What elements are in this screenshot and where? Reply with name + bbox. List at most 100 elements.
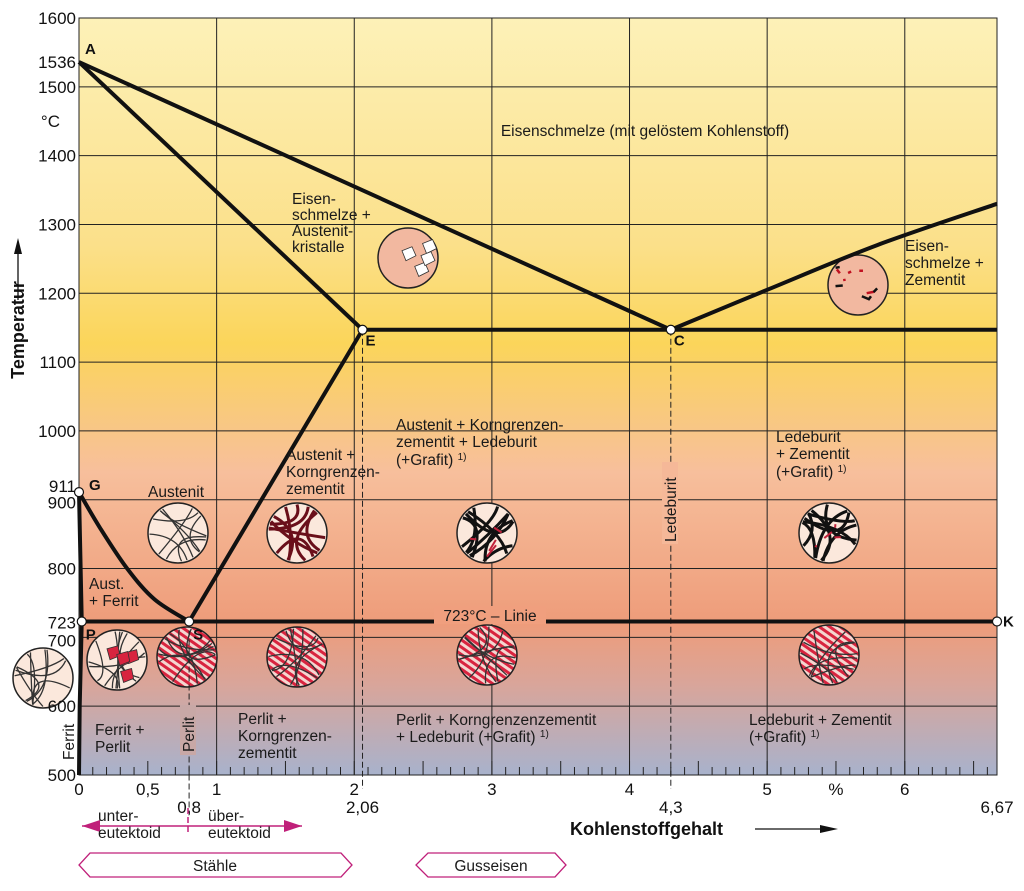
label-line: Korngrenzen- bbox=[238, 728, 332, 745]
micrograph-disc bbox=[456, 502, 518, 564]
austenite-crystal bbox=[401, 246, 417, 262]
cementite-seam bbox=[493, 526, 503, 534]
grain-boundary bbox=[172, 651, 216, 682]
y-unit: °C bbox=[41, 112, 60, 131]
grain-boundary bbox=[482, 544, 513, 563]
y-tick-label: 1400 bbox=[38, 147, 76, 166]
region-pearlite-kgz-ledeburite: Perlit + Korngrenzenzementit + Ledeburit… bbox=[396, 712, 597, 746]
hypoeutectoid-label: eutektoid bbox=[98, 825, 161, 842]
label-line: Ferrit + bbox=[95, 722, 145, 739]
region-pearlite: Perlit bbox=[181, 716, 198, 752]
y-tick-label: 1100 bbox=[39, 353, 76, 372]
label-line: + Zementit bbox=[776, 446, 850, 463]
label-line: Zementit bbox=[905, 272, 966, 289]
cast-iron-range: Gusseisen bbox=[415, 852, 567, 878]
grain-boundary bbox=[484, 655, 516, 684]
micrograph-disc bbox=[147, 502, 209, 564]
micrographs bbox=[12, 227, 889, 709]
grain-boundary bbox=[495, 646, 515, 682]
grain-boundary bbox=[276, 635, 317, 678]
point-label-s: S bbox=[193, 627, 203, 644]
cementite-needle bbox=[835, 268, 841, 275]
label-line: + Ledeburit (+Grafit) 1) bbox=[396, 729, 549, 746]
cementite-seam bbox=[469, 537, 477, 541]
micrograph-disc bbox=[827, 254, 889, 316]
grain-boundary bbox=[189, 515, 202, 553]
region-austenite-kgz-ledeburite: Austenit + Korngrenzen- zementit + Ledeb… bbox=[396, 417, 564, 469]
region-austenite: Austenit bbox=[148, 484, 205, 501]
grain-boundary bbox=[295, 511, 318, 562]
grain-boundary bbox=[802, 520, 857, 546]
x-tick-label: 6,67 bbox=[980, 798, 1013, 817]
label-line: Aust. bbox=[89, 576, 124, 593]
y-tick-label: 1536 bbox=[38, 53, 76, 72]
austenite-crystal bbox=[414, 261, 430, 277]
y-tick-label: 1000 bbox=[38, 422, 76, 441]
label-line: Ledeburit bbox=[776, 429, 841, 446]
y-tick-label: 700 bbox=[48, 631, 76, 650]
micrograph-ledeburite-cementite-low bbox=[798, 624, 860, 686]
ledeburite-label: Ledeburit bbox=[663, 477, 680, 542]
x-tick-label: 1 bbox=[212, 780, 221, 799]
se-line bbox=[187, 328, 365, 623]
hypereutectoid-label: eutektoid bbox=[208, 825, 271, 842]
label-line: Ledeburit + Zementit bbox=[749, 712, 892, 729]
grain-boundary bbox=[162, 508, 194, 558]
grain-boundary bbox=[824, 504, 857, 542]
label-line: Korngrenzen- bbox=[286, 464, 380, 481]
region-melt-cementite: Eisen- schmelze + Zementit bbox=[905, 238, 984, 289]
point-marker-p bbox=[76, 616, 87, 627]
x-tick-label: 4 bbox=[625, 780, 634, 799]
grain-boundary bbox=[465, 512, 510, 555]
micrograph-ferrite bbox=[12, 647, 74, 709]
grain-boundary bbox=[153, 512, 199, 522]
grid bbox=[78, 17, 998, 776]
label-line: Eisen- bbox=[292, 191, 336, 208]
label-line: (+Grafit) 1) bbox=[776, 464, 847, 481]
y-tick-label: 500 bbox=[48, 766, 76, 785]
point-marker-c bbox=[665, 324, 676, 335]
x-tick-label: % bbox=[828, 780, 843, 799]
point-marker-e bbox=[357, 324, 368, 335]
eutectoid-range: unter- eutektoid über- eutektoid bbox=[82, 808, 302, 842]
point-label-k: K bbox=[1003, 614, 1014, 631]
grain-boundary bbox=[469, 513, 510, 558]
cementite-seam bbox=[823, 531, 833, 539]
label-line: Eisen- bbox=[905, 238, 949, 255]
y-tick-label: 800 bbox=[48, 560, 76, 579]
micrograph-austenite bbox=[147, 502, 209, 564]
x-tick-label: 0,5 bbox=[136, 780, 160, 799]
y-tick-label: 1200 bbox=[38, 284, 76, 303]
x-tick-label: 3 bbox=[487, 780, 496, 799]
label-line: Perlit + bbox=[238, 711, 287, 728]
x-tick-label: 5 bbox=[762, 780, 771, 799]
steels-label: Stähle bbox=[193, 858, 237, 875]
solidus-line-ae bbox=[77, 60, 364, 332]
micrograph-pearlite bbox=[156, 626, 218, 688]
label-line: Perlit + Korngrenzenzementit bbox=[396, 712, 597, 729]
y-axis-label: Temperatur bbox=[8, 281, 28, 379]
micrograph-ferrite-pearlite bbox=[86, 629, 148, 691]
pearlite-grain bbox=[120, 667, 135, 684]
grain-boundary bbox=[810, 664, 856, 678]
point-label-a: A bbox=[85, 41, 96, 58]
region-melt: Eisenschmelze (mit gelöstem Kohlenstoff) bbox=[501, 123, 789, 140]
label-line: kristalle bbox=[292, 239, 345, 256]
label-line: zementit bbox=[238, 745, 297, 762]
austenite-crystal bbox=[422, 239, 438, 255]
region-austenite-kgz: Austenit + Korngrenzen- zementit bbox=[286, 447, 380, 498]
label-line: Austenit + Korngrenzen- bbox=[396, 417, 564, 434]
grain-boundary bbox=[178, 629, 206, 680]
label-line: (+Grafit) 1) bbox=[749, 729, 820, 746]
cementite-needle bbox=[835, 284, 843, 288]
grain-boundary bbox=[268, 526, 326, 540]
grain-boundary bbox=[165, 538, 206, 560]
point-label-g: G bbox=[89, 477, 101, 494]
grain-boundary bbox=[177, 536, 207, 562]
point-label-c: C bbox=[674, 333, 685, 350]
y-tick-label: 900 bbox=[48, 494, 76, 513]
grain-boundary bbox=[26, 649, 49, 702]
grain-boundary bbox=[802, 512, 814, 547]
grain-boundary bbox=[88, 661, 119, 689]
